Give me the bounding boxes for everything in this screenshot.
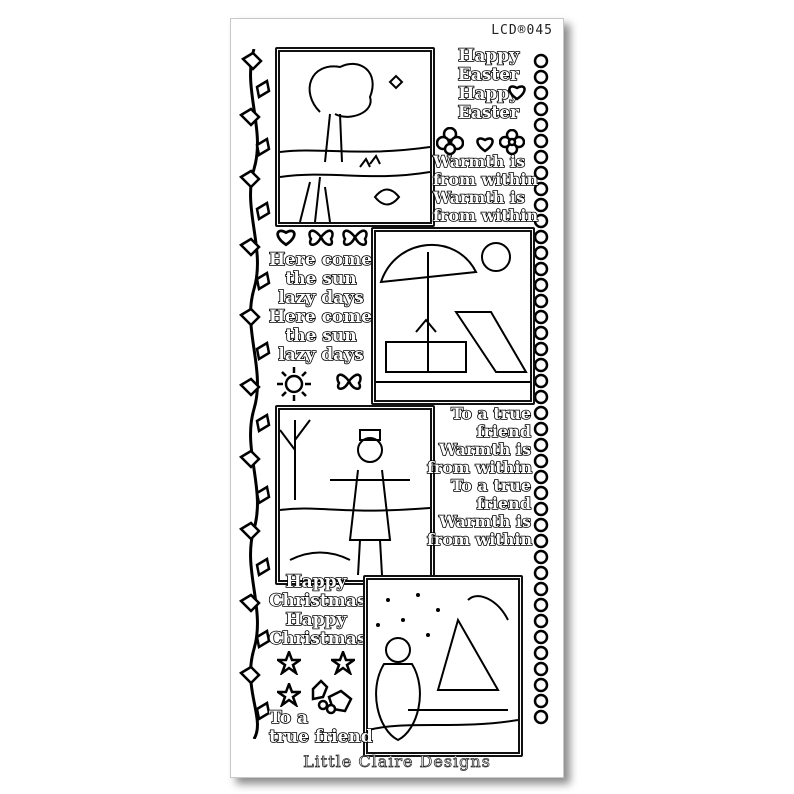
spring-landscape-illustration (280, 62, 430, 222)
text-happy-christmas: Happy Christmas Happy Christmas (268, 572, 367, 650)
snowman-illustration (368, 593, 518, 742)
text-happy-easter: Happy Easter Happy Easter (457, 46, 520, 124)
text-friend-bottom: To a true friend (268, 708, 373, 748)
flower-icon (499, 129, 525, 155)
heart-icon (476, 137, 494, 153)
flower-icon (436, 127, 464, 155)
product-code: LCD®045 (491, 23, 553, 38)
ivy-vine-border (238, 49, 271, 739)
holly-icon (311, 679, 353, 715)
brand-name: Little Claire Designs (303, 752, 491, 772)
star-icon (331, 651, 355, 675)
text-friend-middle: To a true friend Warmth is from within T… (426, 404, 533, 550)
butterfly-icon (308, 229, 334, 246)
daisy-chain-border (533, 53, 549, 725)
sun-icon (277, 367, 311, 401)
beach-umbrella-illustration (376, 242, 530, 383)
text-here-comes-the-sun: Here comes the sun lazy days Here comes … (268, 250, 382, 366)
heart-icon (276, 229, 296, 247)
star-icon (277, 683, 301, 707)
heart-icon (508, 85, 526, 101)
text-warmth-top: Warmth is from within Warmth is from wit… (432, 152, 539, 226)
star-icon (277, 651, 301, 675)
scarecrow-illustration (280, 419, 430, 576)
panel-spring-landscape (275, 47, 435, 227)
panel-snowman (363, 575, 523, 757)
sticker-sheet: LCD®045 (230, 18, 564, 778)
panel-scarecrow (275, 405, 435, 585)
panel-beach-scene (371, 227, 535, 405)
butterfly-icon (336, 373, 362, 390)
butterfly-icon (342, 229, 368, 246)
